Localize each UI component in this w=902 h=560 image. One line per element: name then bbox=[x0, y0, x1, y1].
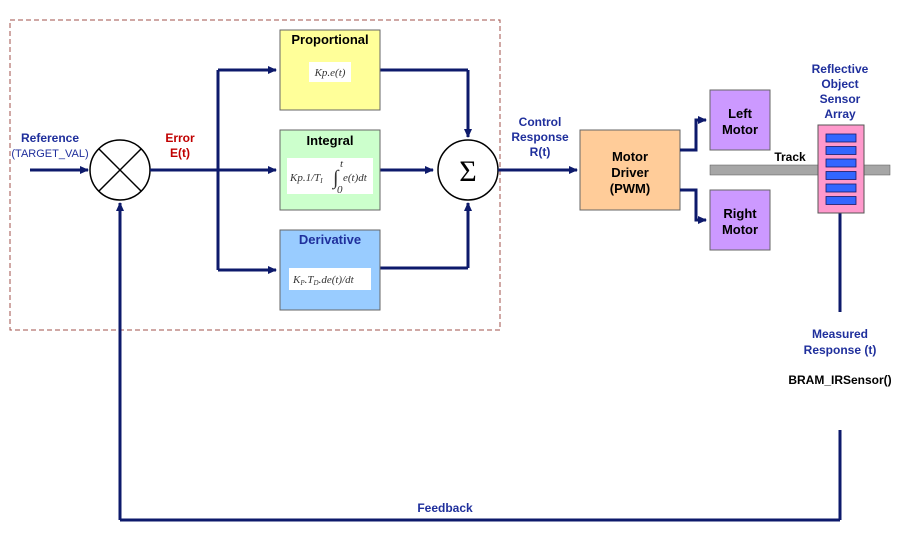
derivative-block: Derivative KP.TD.de(t)/dt bbox=[279, 229, 381, 311]
right-motor-line1: Right bbox=[723, 206, 757, 221]
feedback-label: Feedback bbox=[417, 501, 473, 515]
error-signal-lines bbox=[150, 66, 277, 274]
derivative-title: Derivative bbox=[299, 232, 361, 247]
controller-boundary bbox=[9, 19, 501, 331]
right-motor-block: Right Motor bbox=[709, 189, 771, 251]
integral-sign: ∫ bbox=[331, 167, 340, 190]
reference-label: Reference bbox=[21, 131, 79, 145]
control-label-2: Response bbox=[511, 130, 569, 144]
proportional-block: Proportional Kp.e(t) bbox=[279, 29, 381, 111]
motor-driver-line1: Motor bbox=[612, 149, 648, 164]
summing-junction: Σ bbox=[437, 139, 499, 201]
left-motor-line1: Left bbox=[728, 106, 753, 121]
sensor-cell bbox=[825, 146, 857, 155]
sensor-label-4: Array bbox=[824, 107, 856, 121]
control-label-3: R(t) bbox=[530, 145, 551, 159]
integral-block: Integral Kp.1/TI ∫ t 0 e(t)dt bbox=[279, 129, 381, 211]
sensor-label-3: Sensor bbox=[820, 92, 861, 106]
error-e-label: E(t) bbox=[170, 146, 190, 160]
sensor-cell bbox=[825, 196, 857, 205]
motor-driver-line2: Driver bbox=[611, 165, 649, 180]
proportional-title: Proportional bbox=[291, 32, 368, 47]
motor-driver-line3: (PWM) bbox=[610, 181, 650, 196]
right-motor-line2: Motor bbox=[722, 222, 758, 237]
proportional-formula: Kp.e(t) bbox=[314, 67, 346, 79]
sensor-cell bbox=[825, 171, 857, 180]
integral-lower-limit: 0 bbox=[337, 184, 343, 196]
integral-formula-b: e(t)dt bbox=[343, 172, 368, 184]
sensor-cells bbox=[825, 133, 857, 205]
sensor-label-1: Reflective bbox=[812, 62, 869, 76]
motor-driver-block: Motor Driver (PWM) bbox=[579, 129, 681, 211]
measured-label-1: Measured bbox=[812, 327, 868, 341]
feedback-path bbox=[116, 202, 842, 522]
measured-label-2: Response (t) bbox=[804, 343, 877, 357]
sensor-cell bbox=[825, 183, 857, 193]
integral-title: Integral bbox=[307, 133, 354, 148]
track-label: Track bbox=[774, 150, 806, 164]
error-label: Error bbox=[165, 131, 195, 145]
left-motor-block: Left Motor bbox=[709, 89, 771, 151]
target-val-label: (TARGET_VAL) bbox=[11, 148, 88, 160]
sigma-symbol: Σ bbox=[459, 155, 476, 188]
bram-label: BRAM_IRSensor() bbox=[788, 373, 891, 387]
control-label-1: Control bbox=[519, 115, 562, 129]
motor-driver-output-lines bbox=[680, 116, 707, 224]
sensor-cell bbox=[825, 158, 857, 168]
sensor-label-2: Object bbox=[821, 77, 858, 91]
derivative-formula: KP.TD.de(t)/dt bbox=[292, 274, 355, 287]
integral-formula-a: Kp.1/TI bbox=[289, 172, 323, 185]
comparator-junction bbox=[89, 139, 151, 201]
summer-input-lines bbox=[380, 68, 472, 270]
sensor-cell bbox=[825, 133, 857, 143]
left-motor-line2: Motor bbox=[722, 122, 758, 137]
integral-upper-limit: t bbox=[340, 158, 344, 170]
sensor-array bbox=[817, 124, 865, 214]
track-bar bbox=[709, 164, 891, 176]
